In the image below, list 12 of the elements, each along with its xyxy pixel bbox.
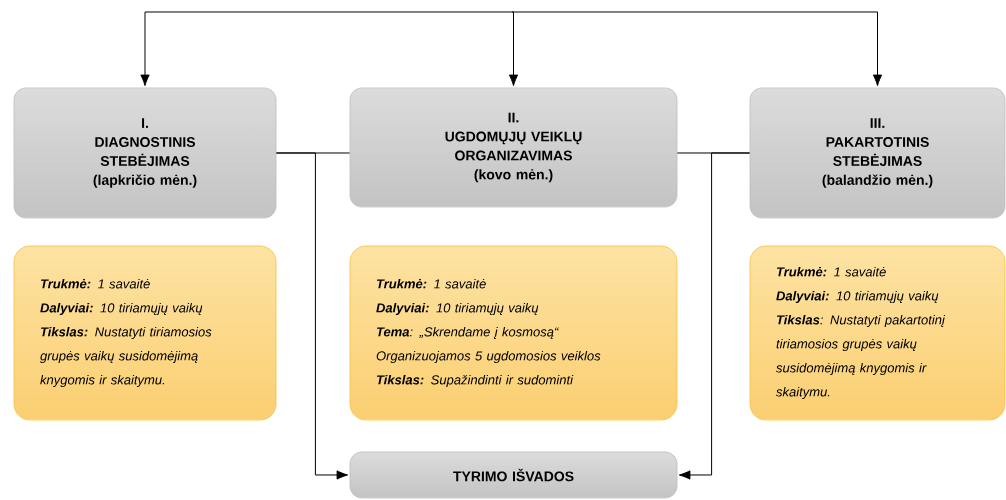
stage-box: II. UGDOMŲJŲ VEIKLŲ ORGANIZAVIMAS (kovo mėn.) [349,87,678,208]
arrow [140,11,513,87]
arrow [678,152,751,480]
arrow [511,11,883,87]
arrow [508,11,519,87]
arrow [275,152,349,480]
stage-box: I. DIAGNOSTINIS STEBĖJIMAS (lapkričio mėn.) [13,87,277,219]
info-box: Trukmė: 1 savaitė Dalyviai: 10 tiriamųjų vaikų Tikslas: Nustatyti pakartotinį tiriamosios grupės vaikų susidomėjimą knygomis ir skaitymu. [749,245,1006,421]
conclusion-box: TYRIMO IŠVADOS [349,451,678,499]
info-box: Trukmė: 1 savaitė Dalyviai: 10 tiriamųjų vaikų Tema: „Skrendame į kosmosą“ Organizuojamos 5 ugdomosios veiklos Tikslas: Supažindinti ir sudominti [349,245,678,421]
info-box: Trukmė: 1 savaitė Dalyviai: 10 tiriamųjų vaikų Tikslas: Nustatyti tiriamosios grupės vaikų susidomėjimą knygomis ir skaitymu. [13,245,277,421]
stage-box: III. PAKARTOTINIS STEBĖJIMAS (balandžio mėn.) [749,87,1006,219]
